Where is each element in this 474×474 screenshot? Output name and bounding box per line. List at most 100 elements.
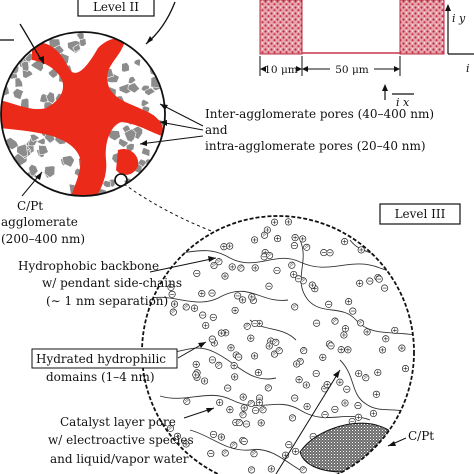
agglomerate-particle <box>156 145 165 162</box>
hydrated-line2: domains (1–4 nm) <box>46 370 155 384</box>
cation-mark <box>345 347 350 352</box>
catalyst-annotation: Catalyst layer pore w/ electroactive spe… <box>48 369 341 474</box>
cation-mark <box>203 323 208 328</box>
cation-mark <box>337 380 342 385</box>
cation-mark <box>175 434 180 439</box>
backbone-line3: (∼ 1 nm separation) <box>46 294 168 308</box>
water-mark <box>249 400 254 406</box>
cation-mark <box>240 297 245 302</box>
cation-mark <box>272 220 277 225</box>
water-mark <box>184 304 189 309</box>
cation-mark <box>293 235 298 240</box>
water-mark <box>216 362 221 367</box>
cation-mark <box>294 362 299 366</box>
cation-mark <box>305 404 310 409</box>
cation-mark <box>192 306 197 311</box>
cation-mark <box>359 247 364 252</box>
electrode-schematic: 10 μm 50 μm i y i i x <box>259 0 474 109</box>
cation-mark <box>217 400 222 405</box>
water-mark <box>171 309 176 314</box>
agglomerate-particle <box>28 163 39 177</box>
water-mark <box>249 467 254 472</box>
cation-mark <box>343 401 347 405</box>
axis-iy: i y <box>452 12 466 25</box>
cation-mark <box>357 281 362 286</box>
cation-mark <box>172 302 177 307</box>
cation-mark <box>392 328 397 333</box>
inter-pores-line1: Inter-agglomerate pores (40–400 nm) <box>205 107 434 121</box>
agglomerate-particle <box>118 138 129 148</box>
agglomerate-particle <box>21 60 30 72</box>
water-mark <box>304 244 309 249</box>
electrode-block-left <box>259 0 303 55</box>
water-mark <box>238 265 244 270</box>
cation-mark <box>341 333 346 337</box>
cation-mark <box>223 274 227 279</box>
cation-mark <box>339 347 344 352</box>
water-mark <box>266 385 271 390</box>
agglomerate-particle <box>15 32 25 41</box>
backbone-line1: Hydrophobic backbone <box>18 259 159 273</box>
water-mark <box>245 323 250 328</box>
water-mark <box>290 415 295 420</box>
level2-box: Level II <box>77 0 155 17</box>
agglomerate-particle <box>127 82 141 94</box>
agglomerate-particle <box>143 47 157 60</box>
catalyst-line2: w/ electroactive species <box>48 433 194 447</box>
cation-mark <box>267 344 272 348</box>
agglomerate-particle <box>158 63 165 74</box>
water-mark <box>216 258 222 264</box>
electrode-block-right <box>399 0 445 55</box>
cation-mark <box>230 264 235 269</box>
cation-mark <box>269 466 274 471</box>
water-mark <box>363 374 368 380</box>
agglomerate-particle <box>61 155 75 168</box>
cation-mark <box>346 299 351 304</box>
cation-mark <box>310 283 315 288</box>
agglomerate-particle <box>141 147 151 158</box>
cpt-agg-line3: (200–400 nm) <box>1 232 85 246</box>
ionic-species <box>160 218 410 474</box>
zoom-marker <box>114 173 128 187</box>
cation-mark <box>248 336 253 341</box>
cation-mark <box>257 400 262 405</box>
cation-mark <box>229 345 233 350</box>
cation-mark <box>252 353 257 358</box>
cation-mark <box>242 405 247 410</box>
agglomerate-particle <box>118 83 132 95</box>
cation-mark <box>256 370 261 375</box>
cation-mark <box>199 291 204 296</box>
agglomerate-particle <box>121 62 130 73</box>
level3-label: Level III <box>395 207 446 221</box>
agglomerate-particle <box>152 174 165 188</box>
cpt-label: C/Pt <box>408 429 434 443</box>
cation-mark <box>380 347 385 352</box>
cpt-agg-line2: agglomerate <box>1 215 78 229</box>
agglomerate-particle <box>144 87 156 96</box>
water-mark <box>358 320 363 325</box>
cation-mark <box>259 420 264 425</box>
cation-mark <box>291 272 296 277</box>
water-mark <box>168 425 173 430</box>
catalyst-line1: Catalyst layer pore <box>60 415 176 429</box>
hydrated-annotation: Hydrated hydrophilic domains (1–4 nm) <box>31 341 207 384</box>
cation-mark <box>219 435 224 440</box>
agglomerate-particle <box>75 32 85 41</box>
inter-pores-line3: intra-agglomerate pores (20–40 nm) <box>205 139 426 153</box>
cation-mark <box>300 236 305 241</box>
level2-label: Level II <box>93 0 139 14</box>
agglomerate-particle <box>13 40 23 50</box>
cation-mark <box>365 329 370 334</box>
water-mark <box>292 304 297 309</box>
agglomerate-particle <box>38 144 49 156</box>
agglomerate-particle <box>4 173 18 188</box>
cation-mark <box>252 237 257 242</box>
agglomerate-particle <box>140 98 150 108</box>
cation-mark <box>268 339 273 344</box>
agglomerate-particle <box>12 87 25 100</box>
cation-mark <box>241 395 246 400</box>
water-mark <box>277 347 282 353</box>
axis-i-right: i <box>466 62 470 75</box>
cation-mark <box>221 244 226 249</box>
cation-mark <box>253 265 258 270</box>
